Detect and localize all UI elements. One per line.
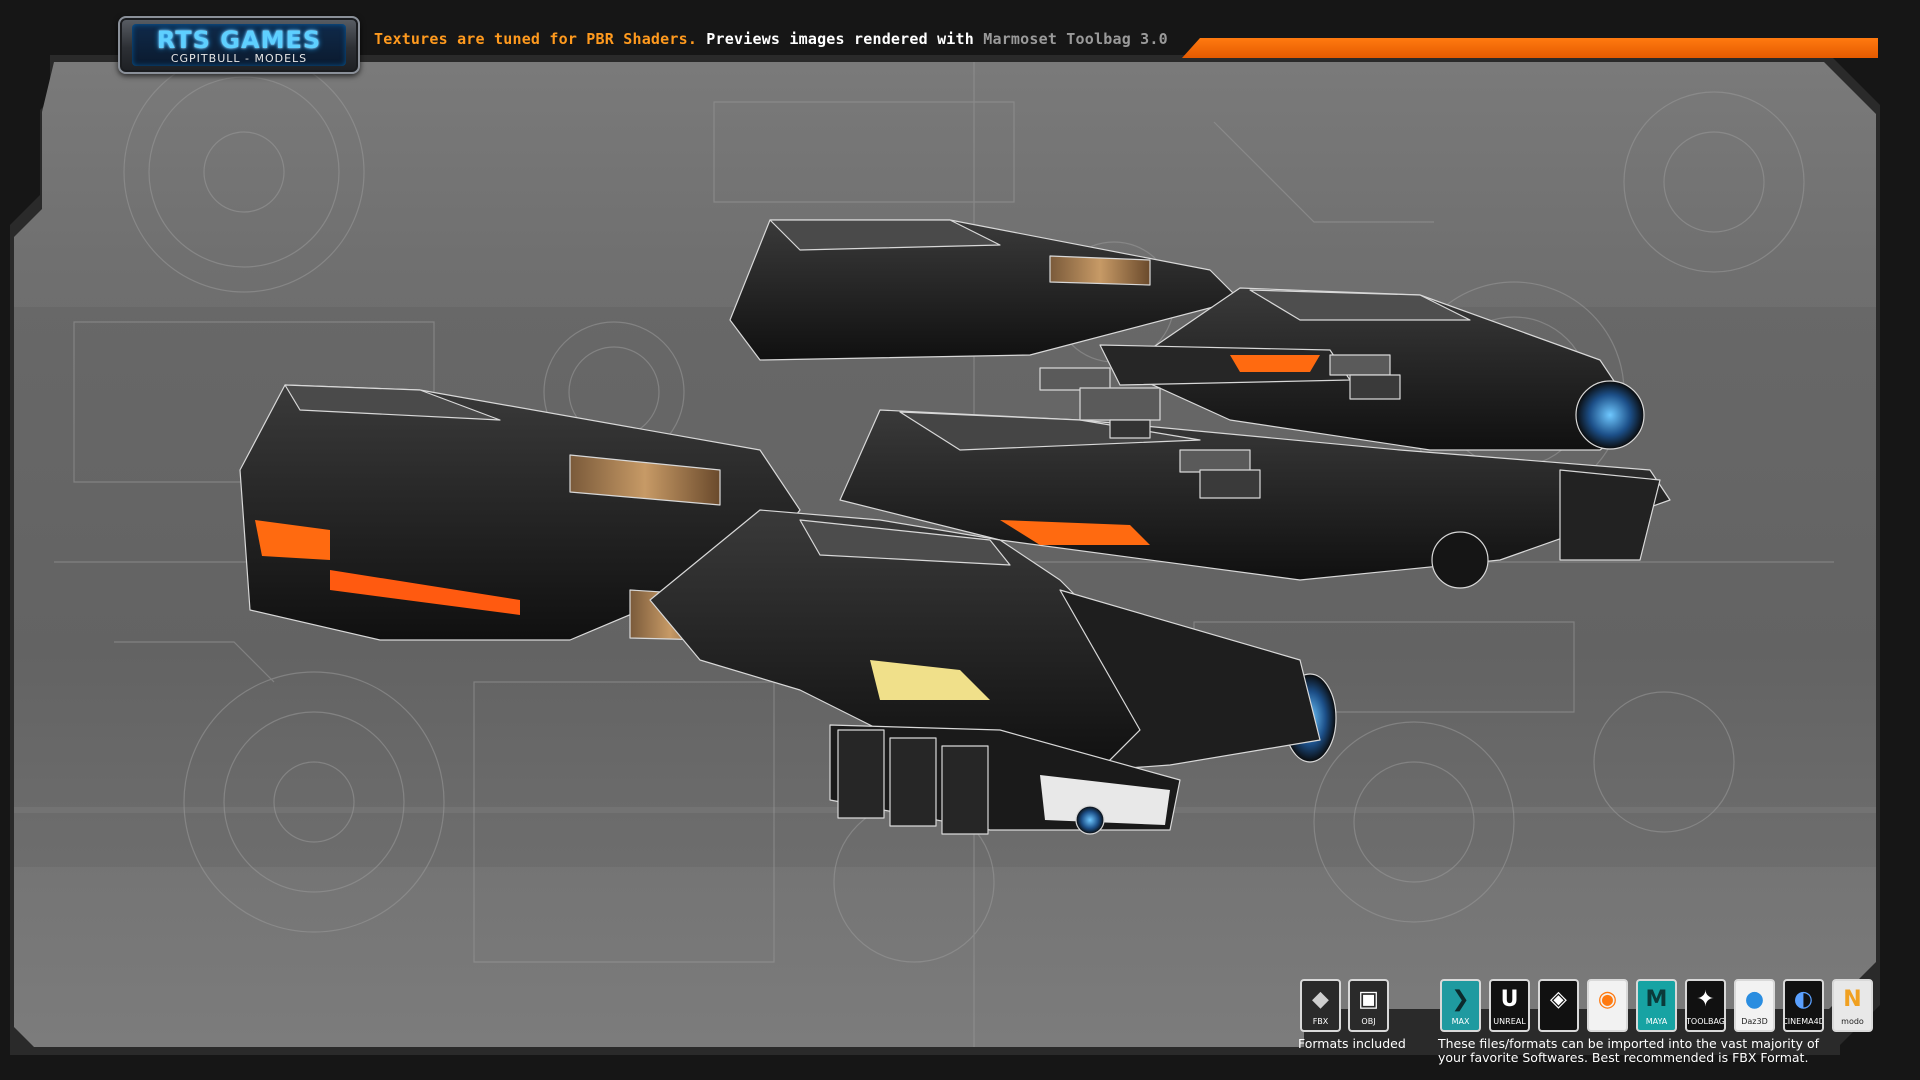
unity-icon-glyph: ◈ — [1550, 987, 1567, 1012]
rts-games-logo: RTS GAMES CGPITBULL - MODELS — [118, 16, 360, 74]
badge-label: CINEMA4D — [1783, 1017, 1824, 1026]
badge-label: FBX — [1312, 1017, 1329, 1026]
unity-icon: ◈ — [1538, 979, 1579, 1032]
badge-label: TOOLBAG — [1686, 1017, 1725, 1026]
3ds-max-icon-glyph: ❯ — [1451, 987, 1470, 1012]
blender-icon-glyph: ◉ — [1597, 987, 1618, 1012]
cinema4d-icon-glyph: ◐ — [1793, 987, 1814, 1012]
maya-icon: M MAYA — [1636, 979, 1677, 1032]
renderer-name: Marmoset Toolbag 3.0 — [983, 30, 1168, 48]
badge-label: UNREAL — [1493, 1017, 1526, 1026]
daz3d-icon-glyph: ● — [1744, 987, 1765, 1012]
software-caption-line2: your favorite Softwares. Best recommende… — [1438, 1050, 1809, 1065]
software-caption: These files/formats can be imported into… — [1438, 1037, 1819, 1065]
badge-label: modo — [1841, 1017, 1864, 1026]
blender-icon: ◉ — [1587, 979, 1628, 1032]
logo-title: RTS GAMES — [156, 26, 322, 54]
obj-icon-glyph: ▣ — [1358, 987, 1379, 1012]
formats-caption: Formats included — [1298, 1036, 1406, 1051]
unreal-engine-icon-glyph: U — [1500, 987, 1519, 1012]
logo-screen: RTS GAMES CGPITBULL - MODELS — [132, 24, 346, 66]
header-accent-bar — [1182, 38, 1878, 58]
pbr-note: Textures are tuned for PBR Shaders. — [374, 30, 698, 48]
blueprint-background — [54, 62, 1834, 1047]
3ds-max-icon: ❯ MAX — [1440, 979, 1481, 1032]
fbx-icon: ◆ FBX — [1300, 979, 1341, 1032]
cinema4d-icon: ◐ CINEMA4D — [1783, 979, 1824, 1032]
maya-icon-glyph: M — [1645, 987, 1668, 1012]
daz3d-icon: ● Daz3D — [1734, 979, 1775, 1032]
fbx-icon-glyph: ◆ — [1312, 987, 1329, 1012]
obj-icon: ▣ OBJ — [1348, 979, 1389, 1032]
modo-icon-glyph: N — [1843, 987, 1862, 1012]
badge-label: MAYA — [1645, 1017, 1668, 1026]
marmoset-toolbag-icon: ✦ TOOLBAG — [1685, 979, 1726, 1032]
render-note: Textures are tuned for PBR Shaders. Prev… — [374, 30, 1168, 48]
badge-label: OBJ — [1361, 1017, 1376, 1026]
logo-subtitle: CGPITBULL - MODELS — [170, 52, 308, 65]
unreal-engine-icon: U UNREAL — [1489, 979, 1530, 1032]
badge-label: MAX — [1451, 1017, 1470, 1026]
render-note-middle: Previews images rendered with — [697, 30, 984, 48]
marmoset-toolbag-icon-glyph: ✦ — [1696, 987, 1715, 1012]
badge-label: Daz3D — [1741, 1017, 1768, 1026]
software-caption-line1: These files/formats can be imported into… — [1438, 1036, 1820, 1051]
